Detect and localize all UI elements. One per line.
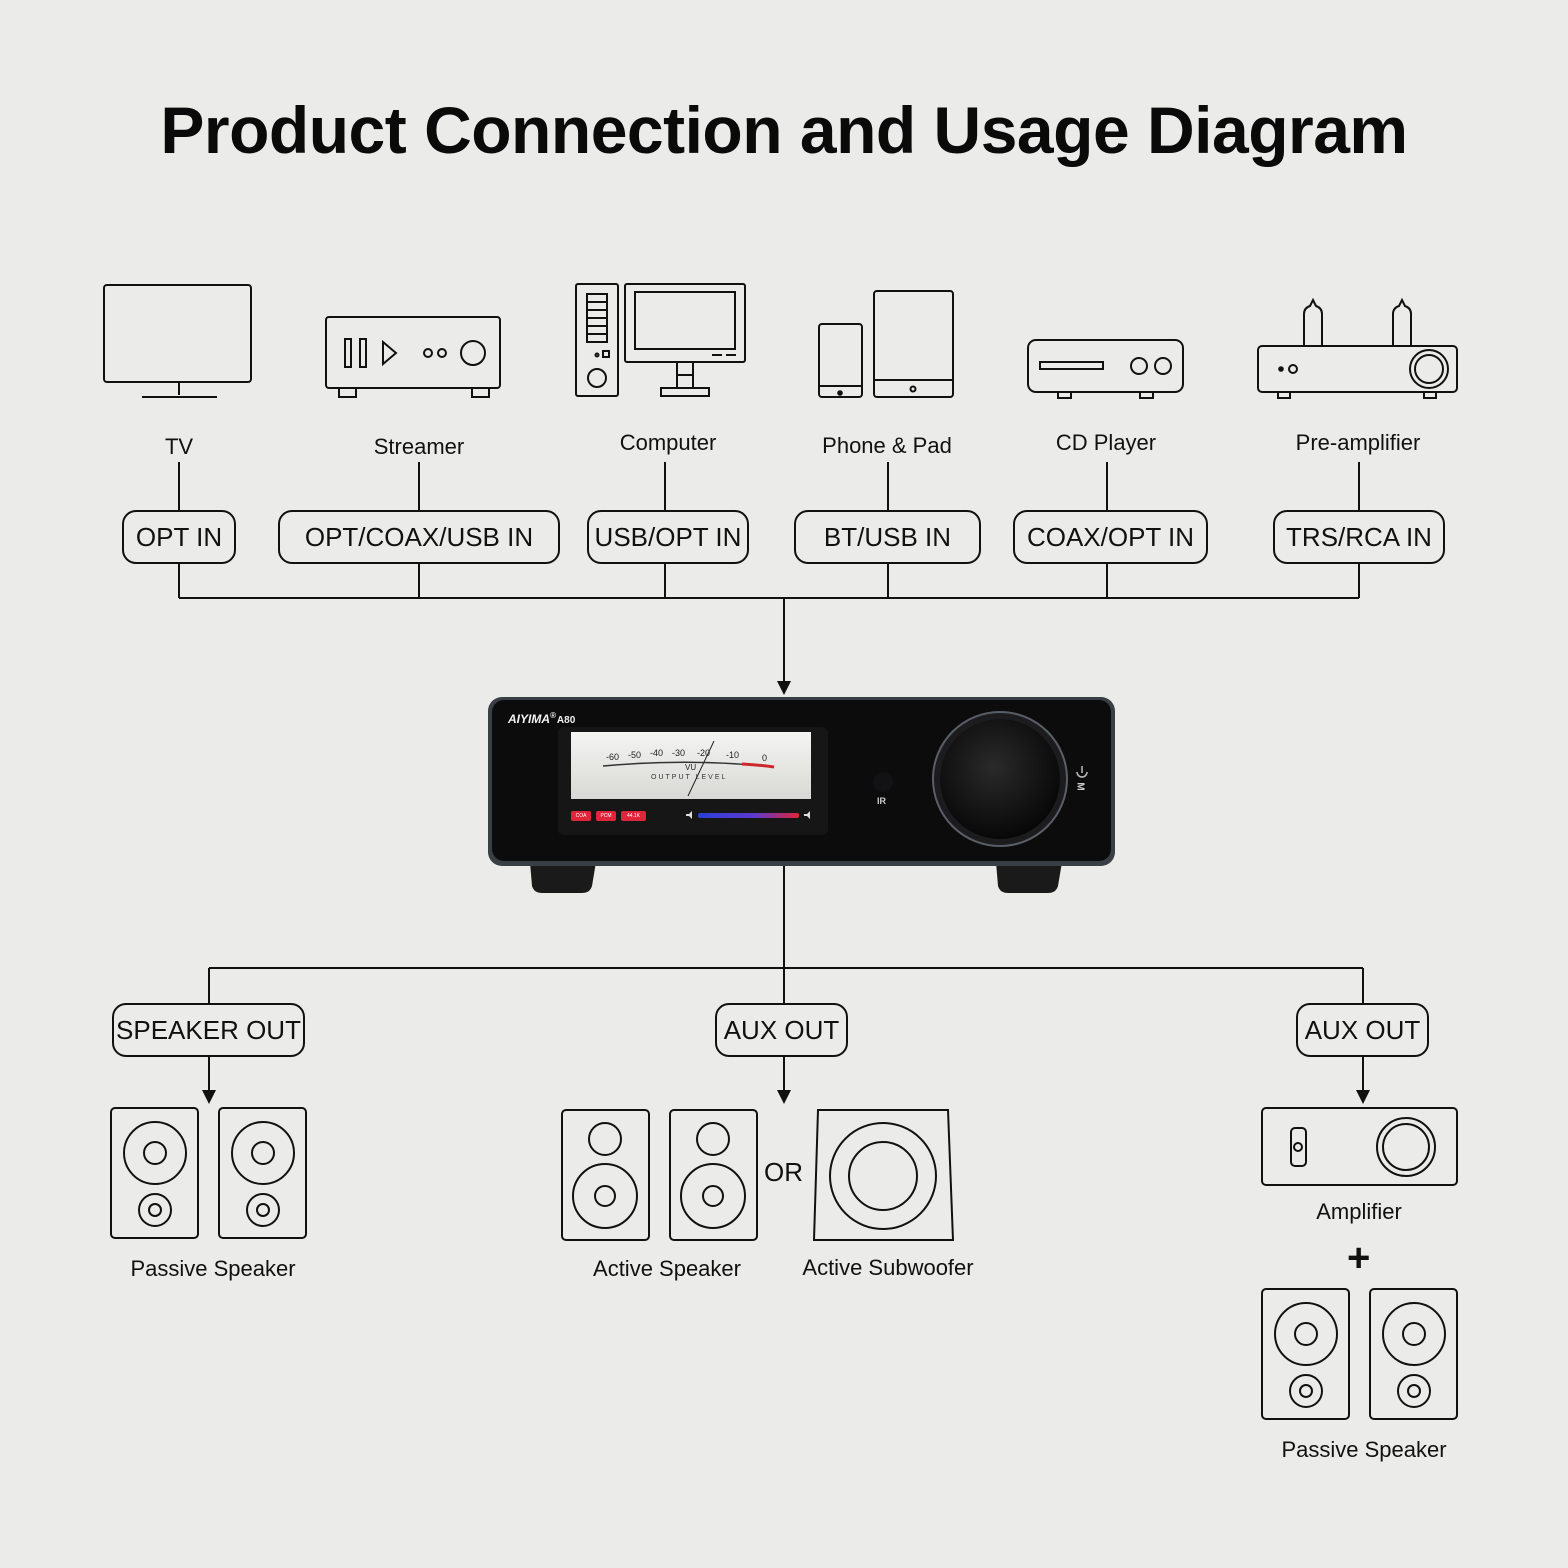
or-label: OR xyxy=(764,1157,803,1187)
port-aux-out-1: AUX OUT xyxy=(715,1003,848,1057)
source-label-streamer: Streamer xyxy=(373,434,465,459)
port-opt-in: OPT IN xyxy=(122,510,236,564)
target-label-passive-speaker: Passive Speaker xyxy=(130,1256,296,1281)
port-usb-opt-in: USB/OPT IN xyxy=(587,510,749,564)
ir-sensor xyxy=(873,772,893,792)
badge-bg-3 xyxy=(621,811,646,821)
badge-coa: COA xyxy=(575,813,587,819)
passive-speaker-icon-right xyxy=(1261,1288,1458,1420)
cd-player-icon xyxy=(1027,339,1184,399)
port-bt-usb-in: BT/USB IN xyxy=(794,510,981,564)
ir-label: IR xyxy=(877,796,886,806)
port-coax-opt-in: COAX/OPT IN xyxy=(1013,510,1208,564)
vu-label: VU xyxy=(685,763,697,772)
device-logo: AIYIMA®A80 xyxy=(508,711,575,726)
device-brand: AIYIMA xyxy=(508,712,550,726)
volume-knob xyxy=(940,719,1060,839)
streamer-icon xyxy=(325,316,501,398)
target-label-active-speaker: Active Speaker xyxy=(593,1256,741,1281)
vu-caption: OUTPUT LEVEL xyxy=(651,774,728,781)
source-connectors xyxy=(178,462,1360,599)
device-model: A80 xyxy=(556,715,576,726)
source-label-phone-pad: Phone & Pad xyxy=(822,433,952,458)
vu-tick: -60 xyxy=(606,752,620,762)
vu-tick: -30 xyxy=(672,748,686,758)
port-trs-rca-in: TRS/RCA IN xyxy=(1273,510,1445,564)
port-opt-coax-usb-in: OPT/COAX/USB IN xyxy=(278,510,560,564)
vu-tick: -10 xyxy=(726,750,740,760)
volume-high-icon xyxy=(804,811,810,819)
target-label-active-subwoofer: Active Subwoofer xyxy=(802,1255,974,1280)
volume-low-icon xyxy=(686,811,692,819)
vu-red-zone xyxy=(741,762,775,769)
output-connectors xyxy=(208,866,1364,1003)
amplifier-icon xyxy=(1261,1107,1458,1186)
vu-tick: 0 xyxy=(762,753,768,763)
active-speaker-icon xyxy=(561,1109,758,1241)
page-title: Product Connection and Usage Diagram xyxy=(160,93,1408,167)
badge-pcm: PCM xyxy=(600,813,612,819)
badge-bg-1 xyxy=(571,811,591,821)
source-label-pre-amplifier: Pre-amplifier xyxy=(1295,430,1421,455)
pre-amplifier-icon xyxy=(1257,297,1458,399)
active-subwoofer-icon xyxy=(812,1109,955,1241)
vu-needle xyxy=(687,740,715,797)
phone-pad-icon xyxy=(818,290,954,398)
computer-icon xyxy=(575,283,746,397)
mode-label: M xyxy=(1074,782,1086,791)
passive-speaker-icon xyxy=(110,1107,307,1239)
volume-level-bar xyxy=(698,813,799,818)
source-label-tv: TV xyxy=(164,434,194,459)
port-aux-out-2: AUX OUT xyxy=(1296,1003,1429,1057)
power-icon xyxy=(1076,766,1088,778)
badge-sample-rate: 44.1K xyxy=(626,813,641,819)
amplifier-device xyxy=(488,697,1115,893)
vu-tick: -20 xyxy=(697,748,711,758)
vu-tick: -40 xyxy=(650,748,664,758)
source-label-computer: Computer xyxy=(619,430,717,455)
badge-bg-2 xyxy=(596,811,616,821)
vu-tick: -50 xyxy=(628,750,642,760)
device-registered: ® xyxy=(550,711,556,720)
tv-icon xyxy=(103,284,252,398)
target-label-passive-speaker-right: Passive Speaker xyxy=(1281,1437,1447,1462)
plus-label: + xyxy=(1347,1236,1371,1280)
port-speaker-out: SPEAKER OUT xyxy=(112,1003,305,1057)
source-label-cd-player: CD Player xyxy=(1055,430,1157,455)
target-label-amplifier: Amplifier xyxy=(1316,1199,1402,1224)
